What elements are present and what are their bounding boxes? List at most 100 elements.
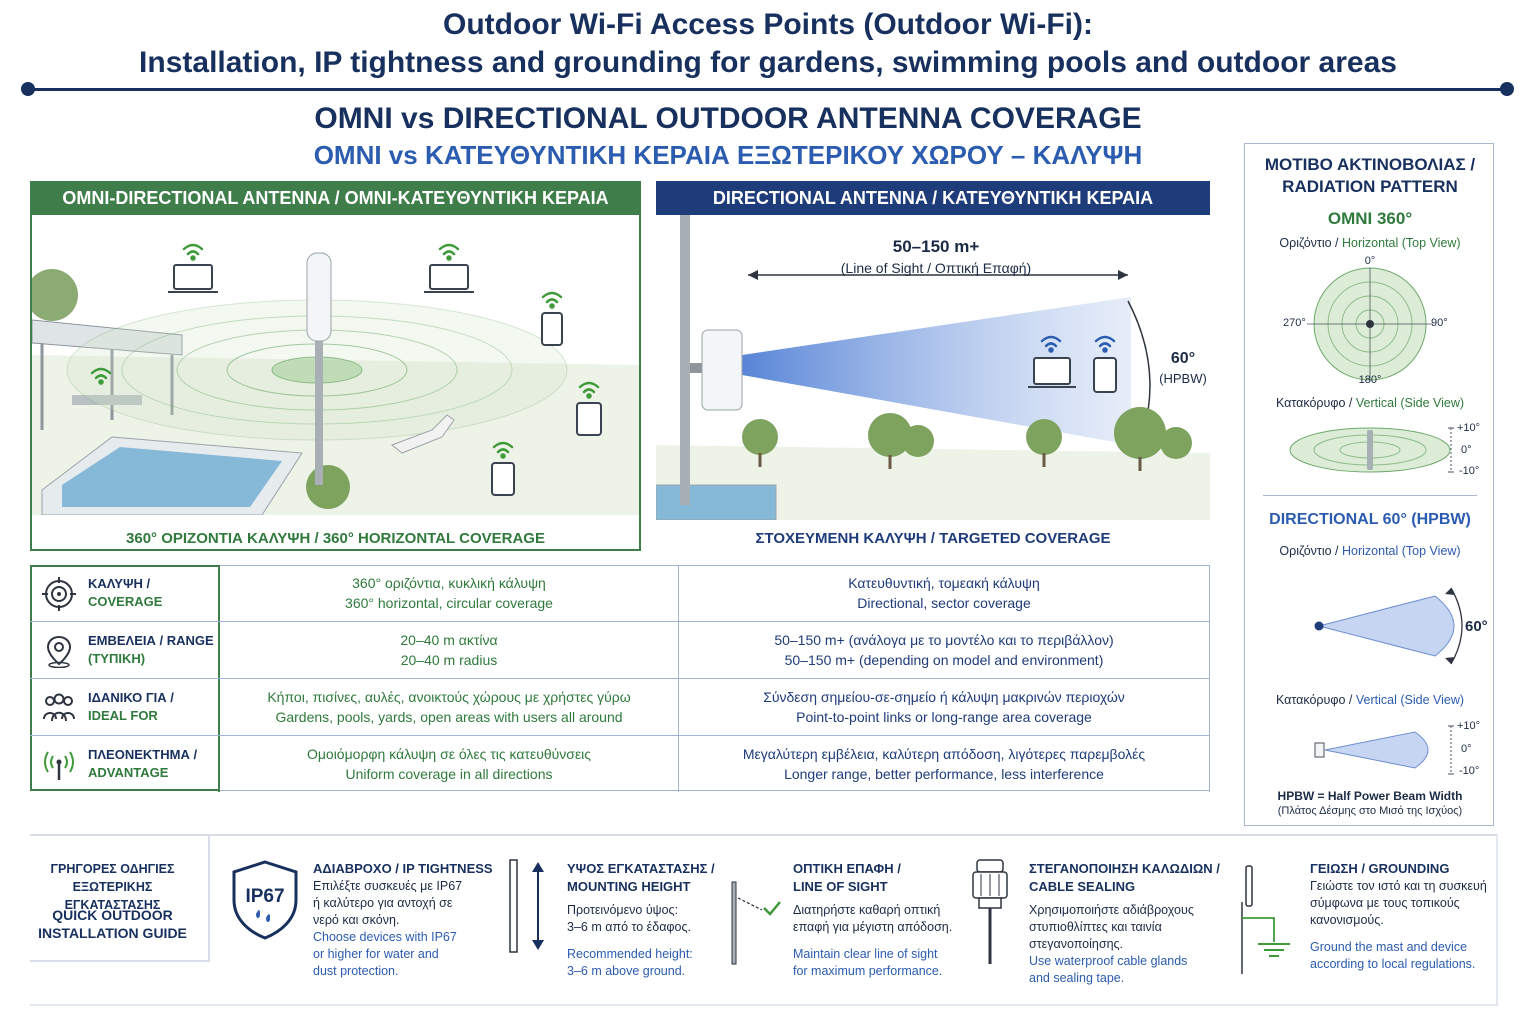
omni-vertical-pattern (1289, 427, 1454, 473)
row-label: ΚΑΛΥΨΗ / COVERAGE (30, 565, 220, 621)
swimming-pool (41, 436, 303, 515)
directional-illustration (656, 215, 1210, 520)
deg-90: 90° (1431, 317, 1448, 329)
directional-horizontal-pattern (1314, 587, 1463, 665)
row-label: ΙΔΑΝΙΚΟ ΓΙΑ / IDEAL FOR (30, 679, 220, 735)
cable-gland-icon (972, 859, 1008, 964)
directional-panel-header: DIRECTIONAL ANTENNA / ΚΑΤΕΥΘΥΝΤΙΚΗ ΚΕΡΑΙ… (656, 181, 1210, 215)
comparison-table: ΚΑΛΥΨΗ / COVERAGE 360° οριζόντια, κυκλικ… (30, 565, 1210, 792)
tick-plus-10: +10° (1457, 422, 1481, 434)
row-label: ΕΜΒΕΛΕΙΑ / RANGE (ΤΥΠΙΚΗ) (30, 622, 220, 678)
mounting-height-icon (509, 859, 544, 953)
directional-angle-label: 60° (1465, 618, 1488, 635)
divider-dot-right (1500, 82, 1514, 96)
guide-item-ip: ΑΔΙΑΒΡΟΧΟ / IP TIGHTNESS Επιλέξτε συσκευ… (313, 861, 493, 978)
omni-caption: 360° ΟΡΙΖΟΝΤΙΑ ΚΑΛΥΨΗ / 360° HORIZONTAL … (126, 530, 545, 547)
wifi-icon (90, 367, 112, 385)
guide-intro-box (30, 836, 210, 962)
title-divider (28, 88, 1508, 91)
row-label-text: ΕΜΒΕΛΕΙΑ / RANGE (ΤΥΠΙΚΗ) (88, 633, 214, 666)
dir-tick-plus-10: +10° (1457, 720, 1481, 732)
divider-dot-left (21, 82, 35, 96)
laptop-icon (1033, 357, 1071, 385)
omni-panel-header: OMNI-DIRECTIONAL ANTENNA / ΟΜΝΙ-ΚΑΤΕΥΘΥΝ… (30, 181, 641, 215)
ip67-badge-text: IP67 (245, 886, 285, 907)
target-icon (42, 577, 76, 611)
omni-vertical-label: Κατακόρυφο / Vertical (Side View) (1275, 396, 1465, 410)
directional-cell: Σύνδεση σημείου-σε-σημείο ή κάλυψη μακρι… (678, 679, 1210, 735)
quick-installation-guide: ΓΡΗΓΟΡΕΣ ΟΔΗΓΙΕΣ ΕΞΩΤΕΡΙΚΗΣ ΕΓΚΑΤΑΣΤΑΣΗΣ… (30, 834, 1498, 1006)
omni-antenna (306, 252, 332, 342)
directional-mast (680, 215, 690, 505)
directional-cell: 50–150 m+ (ανάλογα με το μοντέλο και το … (678, 622, 1210, 678)
users-icon (43, 693, 75, 722)
range-label: 50–150 m+ (892, 237, 980, 256)
radiation-pattern-panel: ΜΟΤΙΒΟ ΑΚΤΙΝΟΒΟΛΙΑΣ / RADIATION PATTERN … (1244, 143, 1494, 826)
laptop-icon (429, 264, 469, 290)
guide-item-line-of-sight: ΟΠΤΙΚΗ ΕΠΑΦΗ / LINE OF SIGHT Διατηρήστε … (793, 861, 953, 978)
line-of-sight-icon (731, 881, 781, 965)
main-title: Outdoor Wi-Fi Access Points (Outdoor Wi-… (0, 6, 1536, 82)
beam-angle-label: 60° (1170, 350, 1196, 367)
wifi-icon (1040, 335, 1062, 353)
directional-horizontal-label: Οριζόντιο / Horizontal (Top View) (1279, 544, 1461, 558)
radiation-divider (1263, 495, 1477, 496)
row-label-text: ΠΛΕΟΝΕΚΤΗΜΑ / ADVANTAGE (88, 747, 198, 780)
guide-intro-gr: ΓΡΗΓΟΡΕΣ ΟΔΗΓΙΕΣ ΕΞΩΤΕΡΙΚΗΣ ΕΓΚΑΤΑΣΤΑΣΗΣ (50, 862, 175, 912)
main-title-line2: Installation, IP tightness and grounding… (139, 46, 1397, 79)
directional-vertical-pattern (1314, 725, 1454, 775)
wifi-icon (578, 381, 600, 399)
wifi-icon (438, 243, 460, 261)
tick-zero: 0° (1461, 444, 1472, 456)
tick-minus-10: -10° (1459, 465, 1480, 477)
ip67-shield-icon (232, 860, 298, 940)
dir-tick-zero: 0° (1461, 743, 1472, 755)
row-label: ΠΛΕΟΝΕΚΤΗΜΑ / ADVANTAGE (30, 736, 220, 792)
antenna-signal-icon (44, 751, 74, 780)
beam-angle-note: (HPBW) (1159, 371, 1207, 386)
omni-cell: 360° οριζόντια, κυκλική κάλυψη 360° hori… (345, 575, 553, 611)
comparison-row-range: ΕΜΒΕΛΕΙΑ / RANGE (ΤΥΠΙΚΗ) 20–40 m ακτίνα… (30, 621, 1210, 678)
omni-horizontal-label: Οριζόντιο / Horizontal (Top View) (1279, 236, 1461, 250)
omni-mast (315, 335, 323, 485)
location-pin-icon (46, 635, 72, 668)
wifi-icon (1094, 335, 1116, 353)
row-label-text: ΙΔΑΝΙΚΟ ΓΙΑ / IDEAL FOR (88, 690, 174, 723)
comparison-row-coverage: ΚΑΛΥΨΗ / COVERAGE 360° οριζόντια, κυκλικ… (30, 565, 1210, 621)
directional-cell: Μεγαλύτερη εμβέλεια, καλύτερη απόδοση, λ… (678, 736, 1210, 792)
directional-pattern-title: DIRECTIONAL 60° (HPBW) (1269, 511, 1471, 528)
section-title: OMNI vs DIRECTIONAL OUTDOOR ANTENNA COVE… (314, 102, 1142, 135)
deg-270: 270° (1283, 317, 1306, 329)
deg-0: 0° (1364, 255, 1376, 267)
guide-item-height: ΥΨΟΣ ΕΓΚΑΤΑΣΤΑΣΗΣ / MOUNTING HEIGHT Προτ… (567, 861, 715, 978)
dir-tick-minus-10: -10° (1459, 765, 1480, 777)
omni-pattern-title: OMNI 360° (1327, 209, 1413, 228)
omni-horizontal-pattern (1307, 267, 1433, 381)
deg-180: 180° (1358, 374, 1382, 386)
directional-cell: Κατευθυντική, τομεακή κάλυψη Directional… (678, 565, 1210, 621)
guide-item-cable-sealing: ΣΤΕΓΑΝΟΠΟΙΗΣΗ ΚΑΛΩΔΙΩΝ / CABLE SEALING Χ… (1029, 861, 1220, 985)
grounding-icon (1241, 865, 1290, 974)
radiation-title: ΜΟΤΙΒΟ ΑΚΤΙΝΟΒΟΛΙΑΣ / RADIATION PATTERN (1264, 155, 1476, 196)
directional-beam (742, 297, 1131, 445)
comparison-row-advantage: ΠΛΕΟΝΕΚΤΗΜΑ / ADVANTAGE Ομοιόμορφη κάλυψ… (30, 735, 1210, 792)
range-note: (Line of Sight / Οπτική Επαφή) (840, 260, 1032, 276)
main-title-line1: Outdoor Wi-Fi Access Points (Outdoor Wi-… (443, 8, 1093, 41)
panel-antenna (701, 329, 743, 411)
omni-cell: 20–40 m ακτίνα 20–40 m radius (400, 632, 498, 668)
wifi-icon (182, 243, 204, 261)
omni-panel (30, 181, 641, 551)
guide-item-grounding: ΓΕΙΩΣΗ / GROUNDING Γειώστε τον ιστό και … (1310, 861, 1487, 971)
section-subtitle: ΟΜΝΙ vs ΚΑΤΕΥΘΥΝΤΙΚΗ ΚΕΡΑΙΑ ΕΞΩΤΕΡΙΚΟΥ Χ… (313, 140, 1143, 170)
omni-cell: Ομοιόμορφη κάλυψη σε όλες τις κατευθύνσε… (306, 746, 592, 782)
patio-pergola (32, 269, 183, 430)
omni-cell: Κήποι, πισίνες, αυλές, ανοικτούς χώρους … (267, 689, 631, 725)
directional-caption: ΣΤΟΧΕΥΜΕΝΗ ΚΑΛΥΨΗ / TARGETED COVERAGE (755, 530, 1111, 547)
row-label-text: ΚΑΛΥΨΗ / COVERAGE (88, 576, 163, 609)
tablet-icon (576, 402, 602, 436)
laptop-icon (173, 264, 213, 290)
tablet-icon (491, 462, 515, 496)
comparison-body (220, 565, 1210, 791)
wifi-icon (541, 291, 563, 309)
directional-vertical-label: Κατακόρυφο / Vertical (Side View) (1275, 693, 1465, 707)
